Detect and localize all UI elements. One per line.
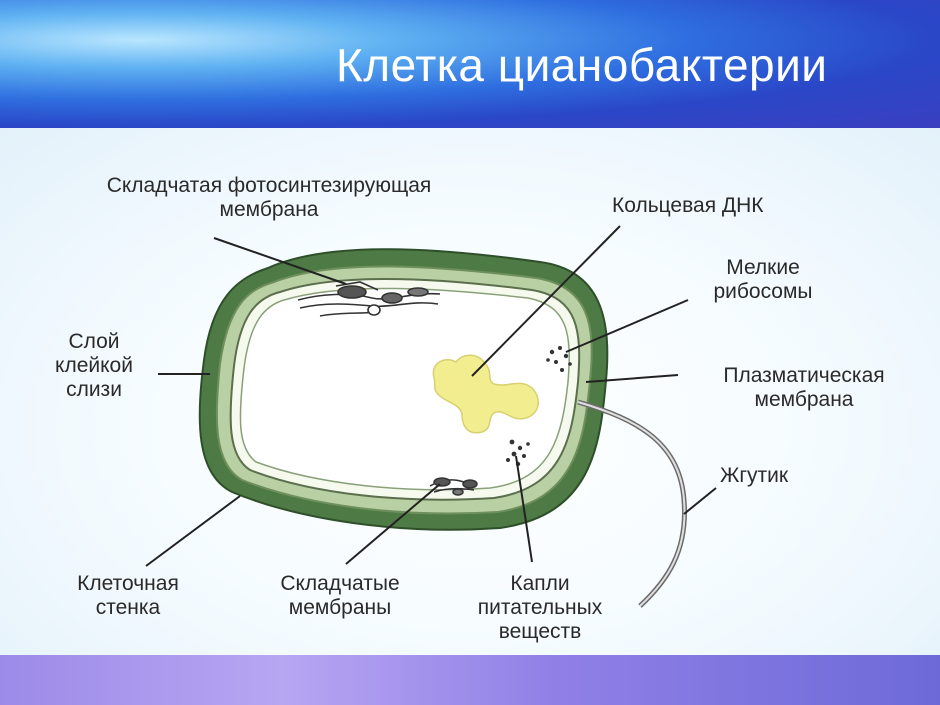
label-line: веществ [498,620,582,643]
label-line: питательных [477,596,603,619]
slide-title: Клетка цианобактерии [336,39,828,91]
flagellum-highlight [577,401,686,607]
label-cell-wall: Клеточная стенка [48,572,208,620]
label-line: Складчатые [280,572,400,595]
label-line: мембраны [288,596,392,619]
label-flagellum: Жгутик [720,464,788,488]
leader-ring-dna [471,225,621,377]
label-slime-layer: Слой клейкой слизи [38,330,150,402]
label-folded-membranes: Складчатые мембраны [250,572,430,620]
label-line: Капли [510,572,570,595]
leader-flagellum [683,487,717,515]
label-small-ribosomes: Мелкие рибосомы [688,256,838,304]
leader-cell-wall [145,495,241,567]
label-line: Клеточная [77,572,179,595]
label-line: Слой [68,330,120,353]
header-background [0,0,940,128]
label-line: мембрана [219,198,319,221]
folded-photosynthetic-membrane [297,281,441,317]
ribosomes [546,346,572,372]
leader-ribosomes [565,299,689,353]
label-line: стенка [95,596,161,619]
label-ring-dna: Кольцевая ДНК [612,194,764,218]
label-line: рибосомы [713,280,813,303]
label-nutrient-drops: Капли питательных веществ [440,572,640,644]
leader-folded-membranes [345,483,441,565]
label-line: Жгутик [720,464,789,487]
ring-dna [432,354,539,434]
leader-photo-membrane [213,237,347,285]
leader-lines [145,225,717,567]
label-line: мембрана [754,388,854,411]
label-line: Складчатая фотосинтезирующая [106,174,432,197]
label-line: клейкой [55,354,133,377]
leader-plasma-membrane [585,374,679,383]
footer-background [0,655,940,705]
label-line: слизи [66,378,122,401]
plasma-membrane-inner [239,287,570,491]
label-folded-photosynthetic-membrane: Складчатая фотосинтезирующая мембрана [28,174,510,222]
label-plasma-membrane: Плазматическая мембрана [684,364,924,412]
label-line: Мелкие [726,256,800,279]
folded-membranes [429,477,478,496]
label-line: Кольцевая ДНК [612,194,764,217]
leader-nutrient-drops [515,455,533,563]
label-line: Плазматическая [723,364,885,387]
